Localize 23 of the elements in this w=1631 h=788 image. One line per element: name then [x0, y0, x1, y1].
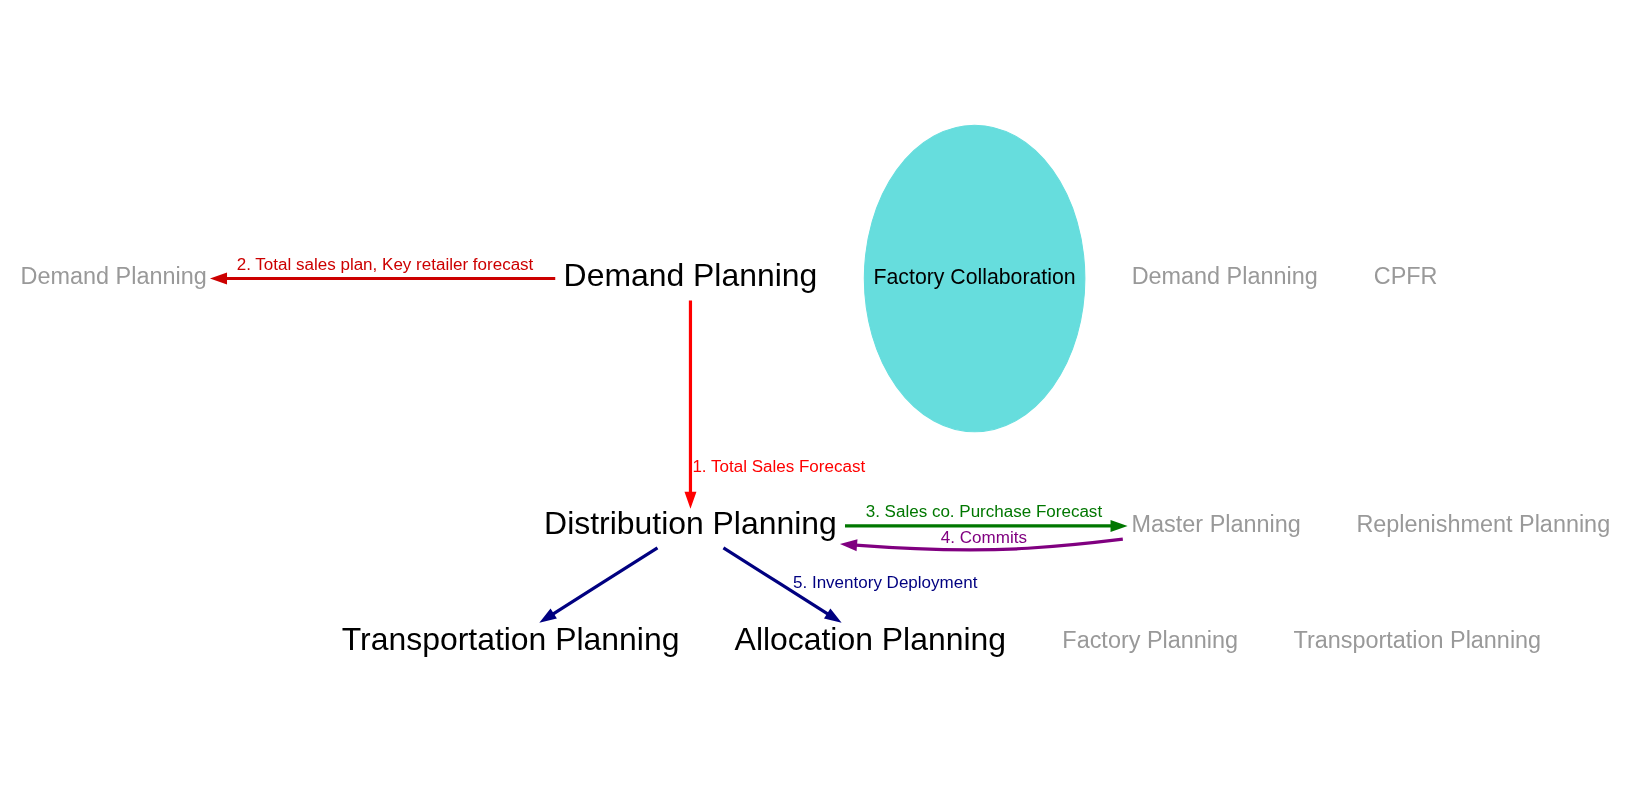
node-text: Transportation Planning [341, 620, 680, 657]
node-text: Allocation Planning [734, 620, 1006, 657]
arrow [840, 537, 1123, 551]
edge-label: 3. Sales co. Purchase Forecast [865, 501, 1103, 521]
node-text: Master Planning [1131, 510, 1301, 537]
node-text: Demand Planning [563, 256, 818, 293]
node-ellipse: Factory Collaboration [863, 124, 1086, 432]
arrow [845, 519, 1128, 532]
node-text: Demand Planning [20, 262, 207, 289]
node-text: Factory Planning [1062, 626, 1239, 653]
arrow [722, 546, 842, 623]
edge-label: 4. Commits [940, 527, 1027, 547]
edge-label: 1. Total Sales Forecast [692, 456, 866, 476]
label: CPFR [1373, 262, 1438, 289]
node-text: Distribution Planning [544, 504, 837, 541]
node-text: Transportation Planning [1293, 626, 1542, 653]
edge-label: 2. Total sales plan, Key retailer forecast [236, 254, 534, 274]
node-text: Demand Planning [1131, 262, 1318, 289]
arrow [684, 300, 697, 509]
node-text: Replenishment Planning [1356, 510, 1611, 537]
edge-label: 5. Inventory Deployment [792, 572, 978, 592]
arrow [539, 546, 659, 623]
arrow [209, 272, 556, 284]
